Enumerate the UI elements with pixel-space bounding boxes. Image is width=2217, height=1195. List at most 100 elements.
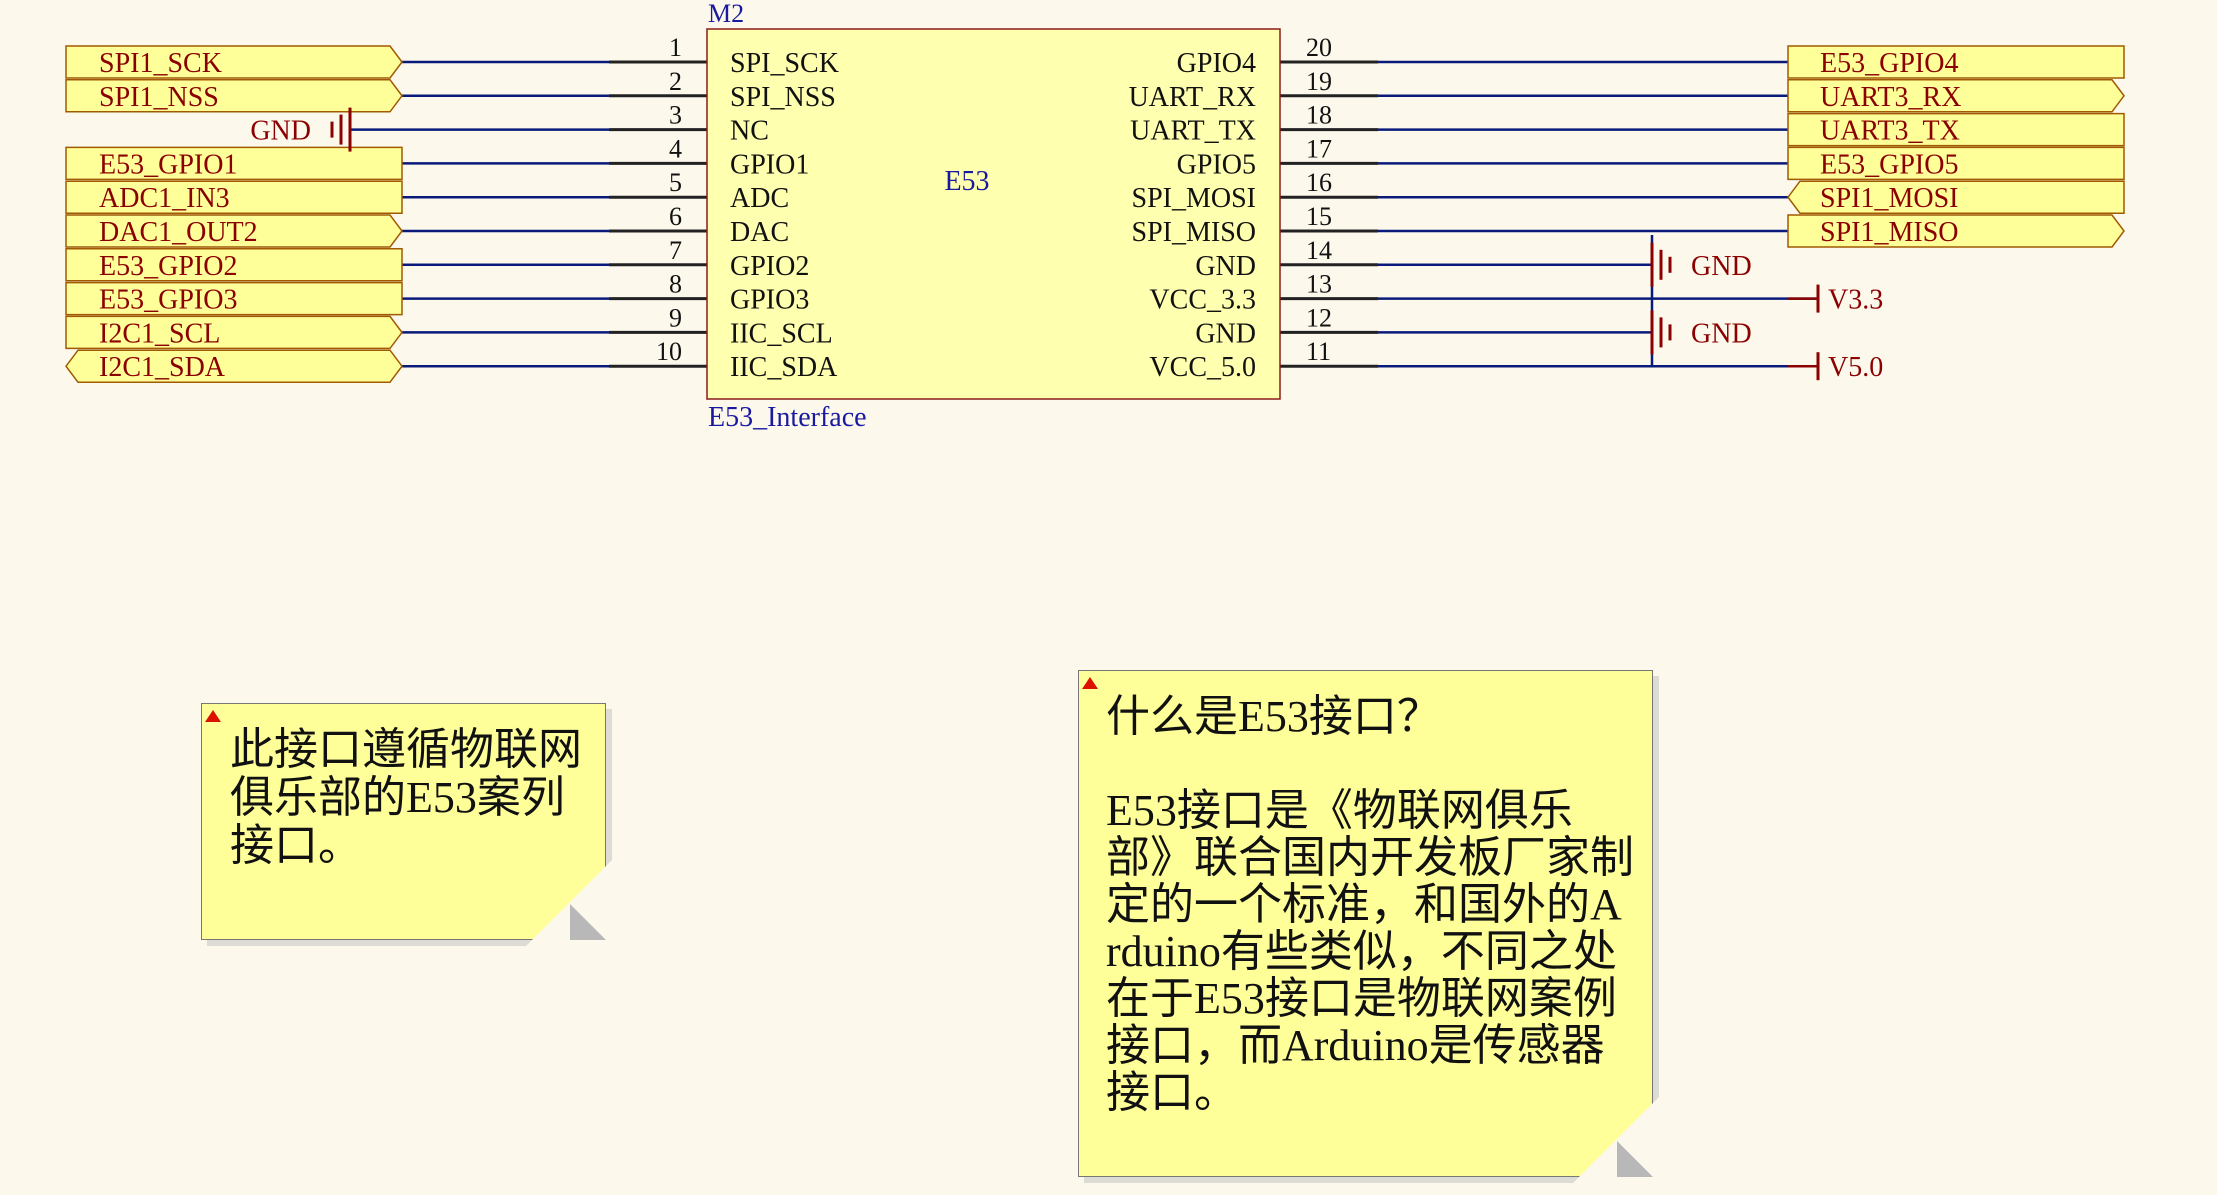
- pin-number: 16: [1306, 168, 1332, 197]
- net-port-left[interactable]: SPI1_SCK: [65, 45, 403, 79]
- note-fold-icon: [570, 904, 606, 940]
- net-port-left[interactable]: SPI1_NSS: [65, 79, 403, 113]
- power-label: V3.3: [1828, 285, 1883, 316]
- net-port-right[interactable]: SPI1_MOSI: [1787, 180, 2125, 214]
- port-label: SPI1_MISO: [1820, 217, 1958, 248]
- pin-number: 13: [1306, 270, 1332, 299]
- pin-name: NC: [730, 116, 769, 147]
- pin-name: IIC_SDA: [730, 352, 838, 383]
- pin-number: 14: [1306, 236, 1332, 265]
- net-port-right[interactable]: UART3_RX: [1787, 79, 2125, 113]
- component-designator: M2: [708, 0, 744, 28]
- note-marker-icon: [1082, 677, 1098, 689]
- pin-name: ADC: [730, 183, 789, 214]
- port-shape: [65, 214, 403, 248]
- pin-number: 9: [669, 303, 682, 332]
- port-label: SPI1_NSS: [99, 82, 219, 113]
- pin-name: SPI_MOSI: [1132, 183, 1256, 214]
- gnd-symbol-right: GND: [1650, 242, 1752, 287]
- pin-number: 20: [1306, 33, 1332, 62]
- net-port-right[interactable]: UART3_TX: [1787, 112, 2125, 147]
- pin-name: GPIO1: [730, 149, 809, 180]
- net-port-left[interactable]: I2C1_SDA: [65, 349, 403, 383]
- pin-name: GPIO2: [730, 251, 809, 282]
- power-symbols: GND GND GND V3.3V5.0: [250, 107, 1883, 383]
- port-label: I2C1_SDA: [99, 352, 226, 383]
- pin-number: 4: [669, 134, 682, 163]
- pin-name: IIC_SCL: [730, 318, 833, 349]
- net-port-left[interactable]: E53_GPIO1: [65, 146, 403, 181]
- pin-name: GND: [1195, 318, 1256, 349]
- gnd-label: GND: [250, 116, 311, 147]
- note-what-is-e53[interactable]: 什么是E53接口？ E53接口是《物联网俱乐部》联合国内开发板厂家制定的一个标准…: [1078, 670, 1660, 1184]
- gnd-label: GND: [1691, 318, 1752, 349]
- port-label: UART3_RX: [1820, 82, 1961, 113]
- port-shape: [65, 146, 403, 181]
- port-shape: [65, 248, 403, 282]
- port-label: E53_GPIO5: [1820, 149, 1958, 180]
- pin-name: GPIO3: [730, 285, 809, 316]
- pin-name: GPIO5: [1177, 149, 1256, 180]
- port-label: DAC1_OUT2: [99, 217, 258, 248]
- wires: [350, 60, 1818, 368]
- port-label: E53_GPIO3: [99, 285, 237, 316]
- note-e53-interface[interactable]: 此接口遵循物联网俱乐部的E53案列接口。: [201, 703, 613, 947]
- v33-symbol: V3.3: [1788, 284, 1883, 316]
- pin-number: 3: [669, 101, 682, 130]
- note-title: 什么是E53接口？: [1106, 692, 1441, 741]
- port-label: E53_GPIO1: [99, 149, 237, 180]
- port-label: SPI1_SCK: [99, 48, 222, 79]
- port-shape: [1787, 180, 2125, 214]
- net-port-right[interactable]: SPI1_MISO: [1787, 214, 2125, 248]
- pin-name: UART_TX: [1130, 116, 1256, 147]
- net-port-left[interactable]: ADC1_IN3: [65, 180, 403, 214]
- pin-name: VCC_3.3: [1149, 285, 1256, 316]
- pin-name: GPIO4: [1177, 48, 1256, 79]
- pin-number: 12: [1306, 303, 1332, 332]
- port-shape: [1787, 214, 2125, 248]
- component-value: E53: [944, 166, 989, 197]
- component-e53[interactable]: M2E53E53_InterfaceSPI_SCKSPI_NSSNCGPIO1A…: [706, 0, 1281, 433]
- pin-name: SPI_MISO: [1132, 217, 1256, 248]
- gnd-label: GND: [1691, 251, 1752, 282]
- net-port-left[interactable]: E53_GPIO2: [65, 248, 403, 282]
- pin-number: 10: [656, 337, 682, 366]
- port-shape: [1787, 79, 2125, 113]
- net-port-right[interactable]: E53_GPIO4: [1787, 45, 2125, 79]
- power-label: V5.0: [1828, 352, 1883, 383]
- component-body[interactable]: [706, 28, 1281, 400]
- port-label: E53_GPIO2: [99, 251, 237, 282]
- note-marker-icon: [205, 710, 221, 722]
- port-label: E53_GPIO4: [1820, 48, 1958, 79]
- port-shape: [65, 79, 403, 113]
- note-text: 此接口遵循物联网俱乐部的E53案列接口。: [230, 725, 582, 870]
- port-shape: [1787, 45, 2125, 79]
- gnd-symbol-right: GND: [1650, 310, 1752, 355]
- port-shape: [1787, 112, 2125, 147]
- net-port-left[interactable]: I2C1_SCL: [65, 315, 403, 349]
- pin-number: 1: [669, 33, 682, 62]
- pin-name: VCC_5.0: [1149, 352, 1256, 383]
- port-label: ADC1_IN3: [99, 183, 230, 214]
- net-port-right[interactable]: E53_GPIO5: [1787, 146, 2125, 181]
- pin-number: 15: [1306, 202, 1332, 231]
- pin-number: 7: [669, 236, 682, 265]
- port-label: I2C1_SCL: [99, 318, 220, 349]
- port-label: UART3_TX: [1820, 116, 1960, 147]
- pin-name: SPI_NSS: [730, 82, 836, 113]
- pin-name: UART_RX: [1129, 82, 1256, 113]
- component-footprint: E53_Interface: [708, 402, 867, 433]
- net-port-left[interactable]: E53_GPIO3: [65, 281, 403, 316]
- port-shape: [65, 349, 403, 383]
- note-text: 什么是E53接口？ E53接口是《物联网俱乐部》联合国内开发板厂家制定的一个标准…: [1106, 693, 1636, 1116]
- port-shape: [65, 180, 403, 214]
- port-shape: [1787, 146, 2125, 181]
- pin-number: 6: [669, 202, 682, 231]
- pin-number: 18: [1306, 101, 1332, 130]
- v50-symbol: V5.0: [1788, 352, 1883, 383]
- net-port-left[interactable]: DAC1_OUT2: [65, 214, 403, 248]
- pin-number: 5: [669, 168, 682, 197]
